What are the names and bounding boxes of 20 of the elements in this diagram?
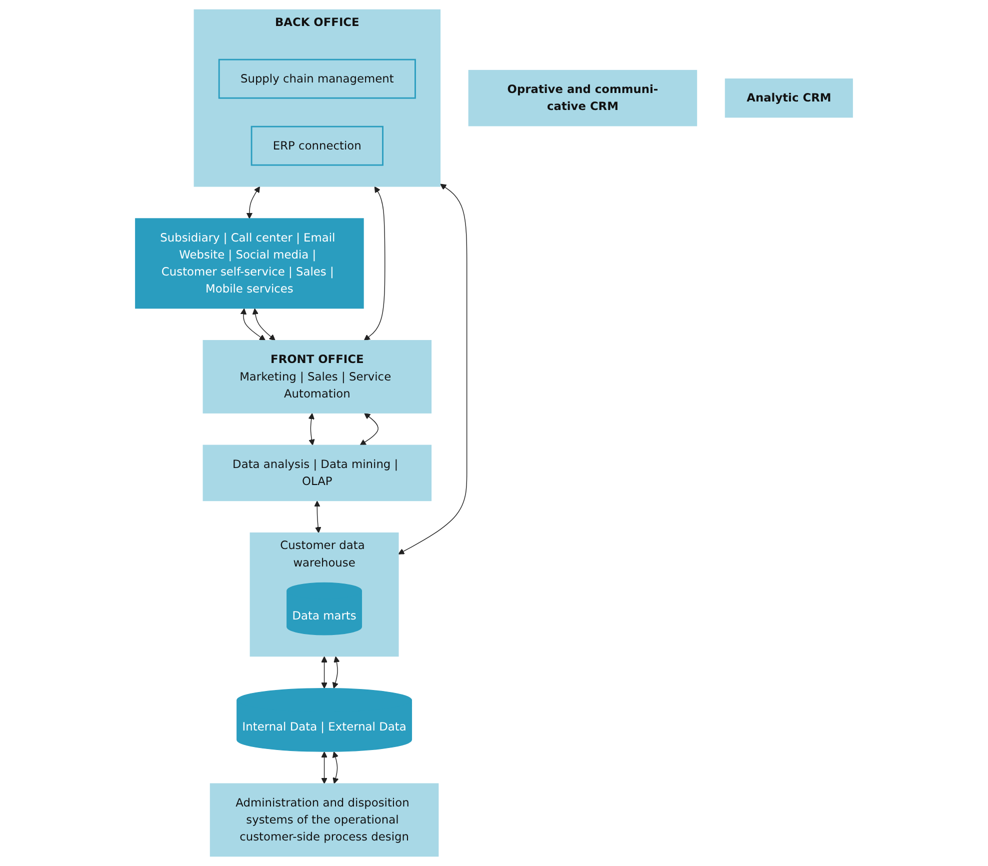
node-box: Subsidiary | Call center | Email Website | Social media | Customer self-service | Sales | Mobile services bbox=[135, 218, 364, 309]
arrow bbox=[332, 656, 340, 689]
node-box: Supply chain management bbox=[218, 58, 416, 99]
node-box: Data analysis | Data mining | OLAP bbox=[202, 444, 432, 502]
node-box: Oprative and communi-cative CRM bbox=[468, 70, 698, 126]
arrow bbox=[246, 186, 260, 219]
arrow bbox=[308, 413, 315, 446]
node-box: Administration and disposition systems of the operational customer-side process design bbox=[210, 783, 439, 857]
node-box: Analytic CRM bbox=[724, 78, 853, 118]
arrow bbox=[398, 184, 468, 554]
arrow bbox=[321, 752, 328, 784]
arrow bbox=[360, 412, 378, 446]
arrow bbox=[321, 656, 328, 689]
arrow bbox=[364, 186, 386, 341]
arrow bbox=[332, 751, 339, 784]
node-box: FRONT OFFICE Marketing | Sales | Service Automation bbox=[202, 340, 432, 414]
arrow bbox=[252, 308, 276, 341]
arrow bbox=[240, 308, 266, 341]
node-box: ERP connection bbox=[250, 126, 384, 166]
arrow bbox=[314, 500, 322, 534]
